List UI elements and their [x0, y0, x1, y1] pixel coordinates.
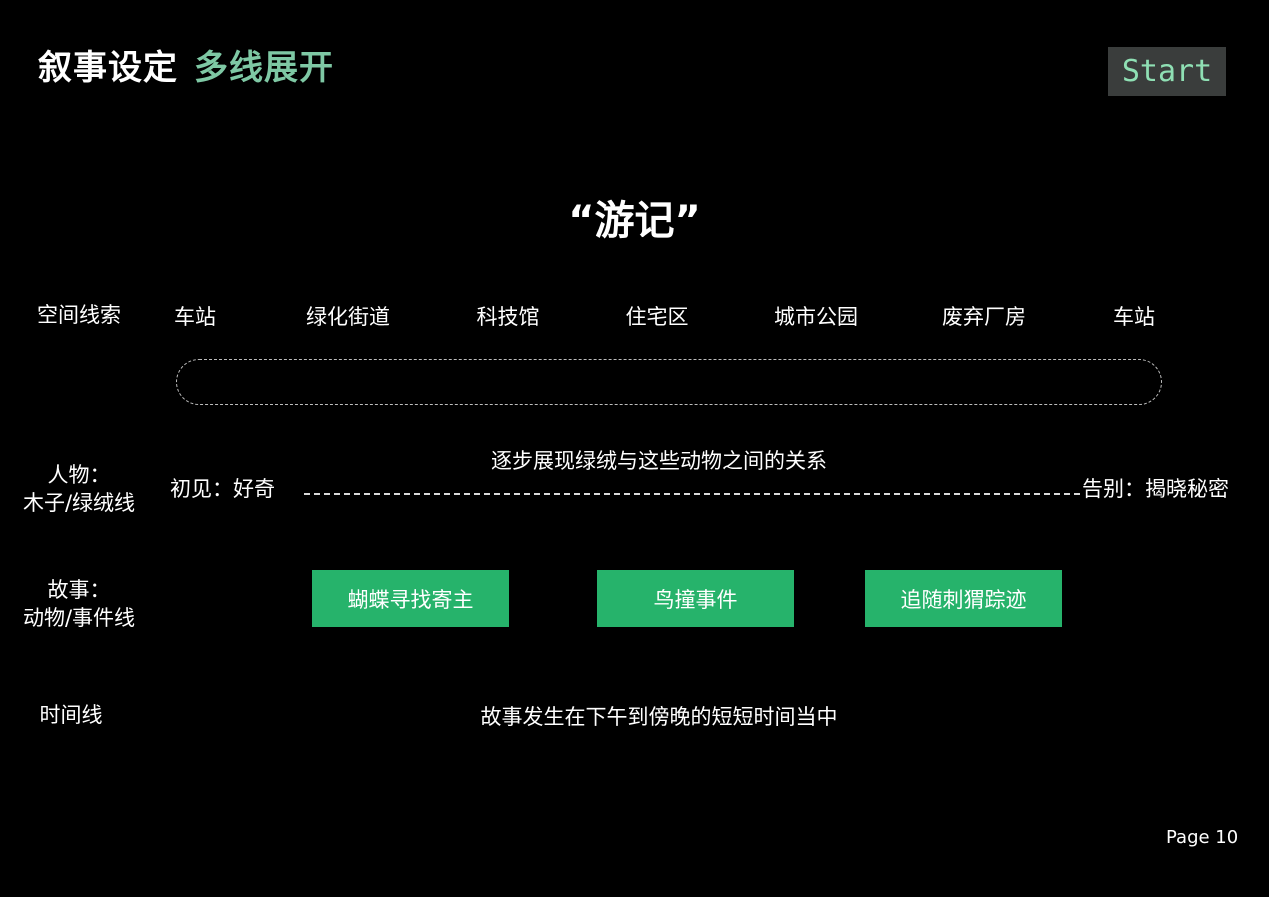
character-line-label: 人物： 木子/绿绒线: [10, 461, 148, 517]
character-label-line1: 人物：: [47, 463, 111, 487]
slide-title: 叙事设定多线展开: [38, 40, 334, 89]
station-item: 绿化街道: [306, 305, 390, 329]
station-item: 车站: [174, 305, 216, 329]
title-main: 叙事设定: [38, 48, 178, 88]
start-button[interactable]: Start: [1108, 47, 1226, 96]
page-heading: “游记”: [568, 198, 701, 244]
event-bird-strike-button[interactable]: 鸟撞事件: [597, 570, 794, 627]
space-track: [176, 359, 1162, 405]
station-item: 城市公园: [774, 305, 858, 329]
time-line-text: 故事发生在下午到傍晚的短短时间当中: [480, 705, 838, 729]
character-end-text: 告别：揭晓秘密: [1082, 477, 1229, 501]
event-butterfly-button[interactable]: 蝴蝶寻找寄主: [312, 570, 509, 627]
station-item: 废弃厂房: [942, 305, 1026, 329]
title-accent: 多线展开: [194, 48, 334, 88]
character-label-line2: 木子/绿绒线: [22, 491, 136, 515]
story-label-line1: 故事：: [47, 578, 111, 602]
story-line-label: 故事： 动物/事件线: [10, 576, 148, 632]
station-item: 科技馆: [476, 305, 540, 329]
character-dashed-line: [304, 493, 1080, 495]
page-number: Page 10: [1166, 827, 1239, 848]
character-start-text: 初见：好奇: [170, 477, 275, 501]
time-line-label: 时间线: [39, 703, 103, 727]
story-label-line2: 动物/事件线: [22, 606, 136, 630]
station-item: 住宅区: [625, 305, 689, 329]
event-hedgehog-button[interactable]: 追随刺猬踪迹: [865, 570, 1062, 627]
space-line-label: 空间线索: [37, 303, 121, 327]
station-item: 车站: [1113, 305, 1155, 329]
character-middle-text: 逐步展现绿绒与这些动物之间的关系: [491, 449, 827, 473]
